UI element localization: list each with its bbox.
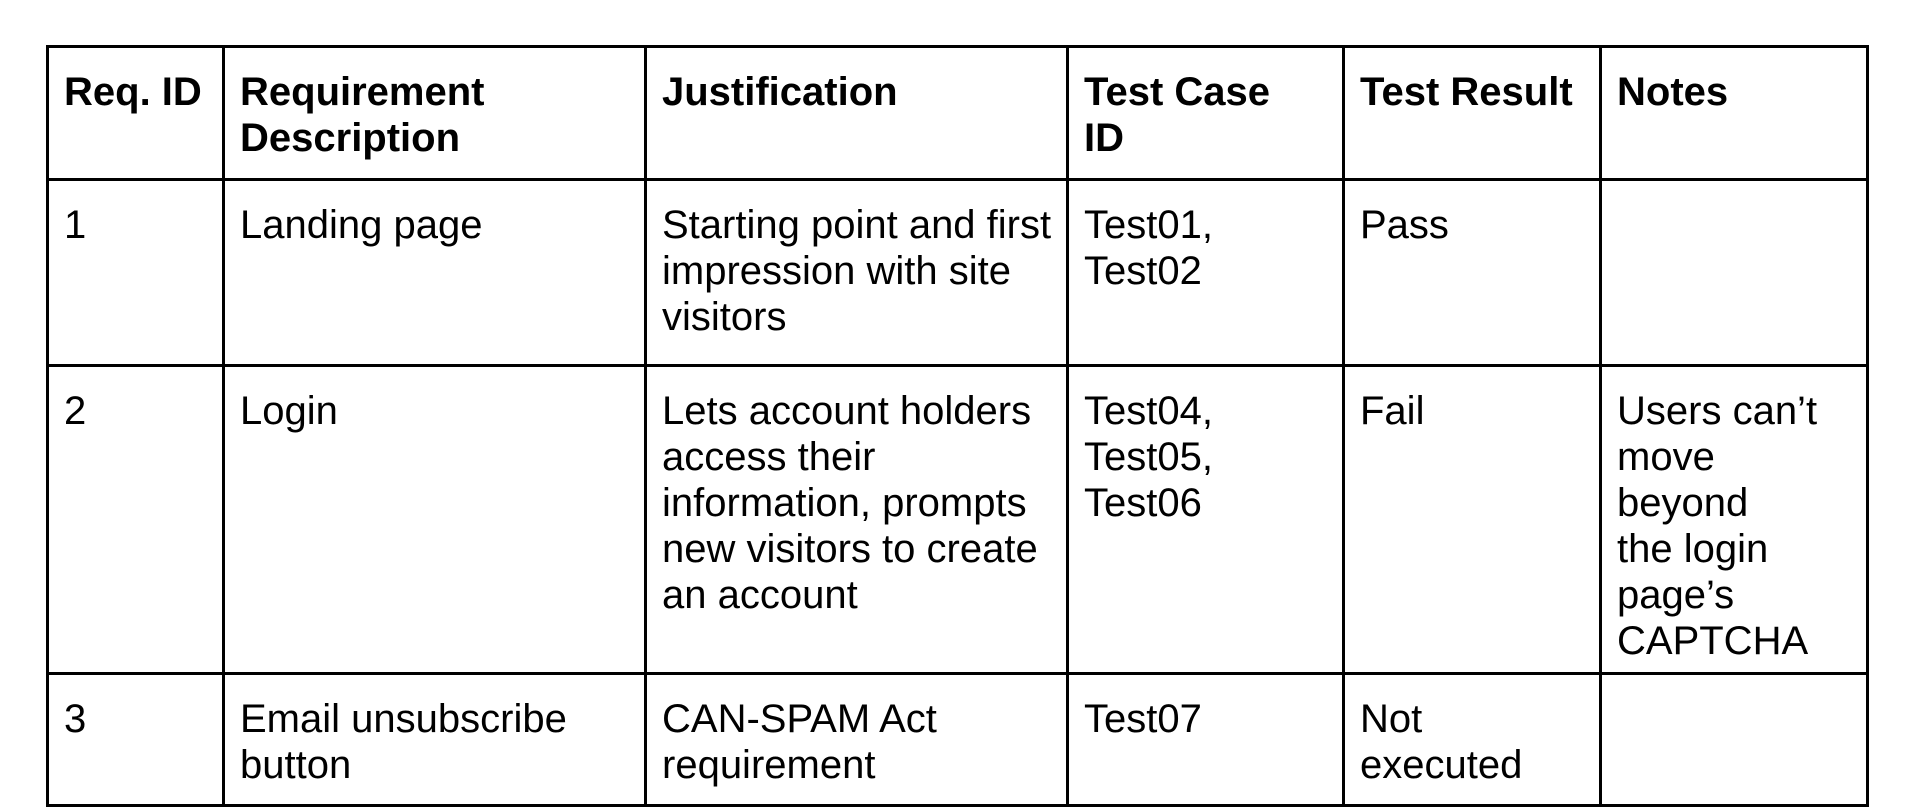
header-test-case-id: Test Case ID: [1066, 45, 1345, 181]
cell-test-result: Fail: [1342, 364, 1602, 675]
cell-justification: Starting point and first impression with…: [644, 178, 1069, 367]
header-requirement-description: Requirement Description: [222, 45, 647, 181]
header-justification: Justification: [644, 45, 1069, 181]
cell-test-result: Not executed: [1342, 672, 1602, 807]
cell-requirement-description: Landing page: [222, 178, 647, 367]
cell-req-id: 2: [46, 364, 225, 675]
cell-requirement-description: Login: [222, 364, 647, 675]
cell-test-result: Pass: [1342, 178, 1602, 367]
table-header-row: Req. ID Requirement Description Justific…: [46, 45, 1869, 181]
header-req-id: Req. ID: [46, 45, 225, 181]
requirements-traceability-table: Req. ID Requirement Description Justific…: [46, 45, 1869, 807]
cell-justification: CAN-SPAM Act requirement: [644, 672, 1069, 807]
cell-test-case-id: Test07: [1066, 672, 1345, 807]
cell-justification: Lets account holders access their inform…: [644, 364, 1069, 675]
cell-notes: [1599, 672, 1869, 807]
table-row: 2 Login Lets account holders access thei…: [46, 364, 1869, 675]
cell-test-case-id: Test04, Test05, Test06: [1066, 364, 1345, 675]
cell-req-id: 1: [46, 178, 225, 367]
header-test-result: Test Result: [1342, 45, 1602, 181]
cell-notes: [1599, 178, 1869, 367]
cell-requirement-description: Email unsubscribe button: [222, 672, 647, 807]
table-row: 1 Landing page Starting point and first …: [46, 178, 1869, 367]
cell-test-case-id: Test01, Test02: [1066, 178, 1345, 367]
cell-req-id: 3: [46, 672, 225, 807]
cell-notes: Users can’t move beyond the login page’s…: [1599, 364, 1869, 675]
header-notes: Notes: [1599, 45, 1869, 181]
table-row: 3 Email unsubscribe button CAN-SPAM Act …: [46, 672, 1869, 807]
